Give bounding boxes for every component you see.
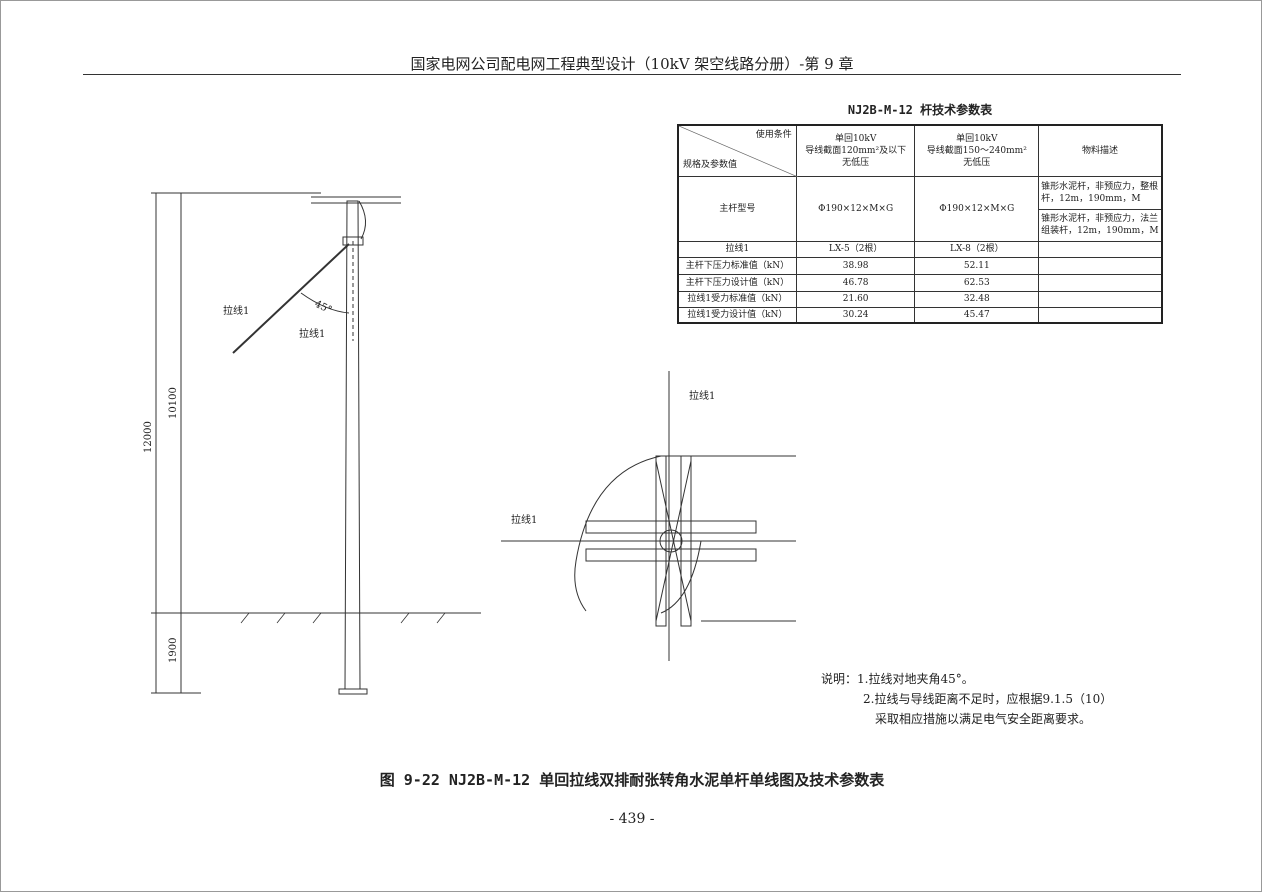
note-2-cont: 采取相应措施以满足电气安全距离要求。 (875, 712, 1092, 726)
cell: 38.98 (795, 256, 916, 275)
row-label: 主杆下压力设计值（kN） (677, 273, 797, 292)
notes: 说明：1.拉线对地夹角45°。 2.拉线与导线距离不足时，应根据9.1.5（10… (821, 669, 1112, 729)
cell (1038, 273, 1163, 292)
corner-cell: 使用条件 规格及参数值 (677, 124, 798, 177)
cell (1038, 256, 1163, 275)
col-header-3: 物料描述 (1038, 124, 1163, 177)
note-2: 2.拉线与导线距离不足时，应根据9.1.5（10） (863, 692, 1113, 706)
guy-label-pole: 拉线1 (299, 327, 325, 340)
cell: LX-8（2根） (914, 240, 1040, 258)
cell: 52.11 (914, 256, 1040, 275)
dim-total: 12000 (143, 421, 154, 453)
cell: 62.53 (914, 273, 1040, 292)
page-number: - 439 - (609, 811, 655, 827)
guy-label-left: 拉线1 (223, 304, 249, 317)
note-1: 说明：1.拉线对地夹角45°。 (821, 672, 974, 686)
guy-label-plan-top: 拉线1 (689, 389, 715, 402)
cell: 45.47 (914, 306, 1040, 324)
cell: Φ190×12×M×G (795, 175, 916, 242)
page-header: 国家电网公司配电网工程典型设计（10kV 架空线路分册）-第 9 章 (410, 55, 854, 73)
dim-below: 1900 (168, 638, 179, 663)
row-label: 拉线1受力设计值（kN） (677, 306, 797, 324)
row-label: 拉线1受力标准值（kN） (677, 290, 797, 308)
corner-top: 使用条件 (755, 130, 792, 140)
cell: LX-5（2根） (795, 240, 916, 258)
header-rule (83, 74, 1181, 75)
cell: 锥形水泥杆，非预应力，法兰组装杆，12m，190mm，M (1038, 208, 1163, 242)
cell: Φ190×12×M×G (914, 175, 1040, 242)
cell: 21.60 (795, 290, 916, 308)
corner-bottom: 规格及参数值 (683, 159, 738, 170)
figure-caption: 图 9-22 NJ2B-M-12 单回拉线双排耐张转角水泥单杆单线图及技术参数表 (379, 771, 885, 789)
cell: 32.48 (914, 290, 1040, 308)
angle-label: 45° (313, 299, 334, 316)
cell: 46.78 (795, 273, 916, 292)
row-label: 主杆下压力标准值（kN） (677, 256, 797, 275)
guy-label-plan-left: 拉线1 (511, 513, 537, 526)
cell (1038, 240, 1163, 258)
row-label: 拉线1 (677, 240, 797, 258)
table-title: NJ2B-M-12 杆技术参数表 (847, 103, 993, 117)
dim-above: 10100 (168, 387, 179, 419)
cell (1038, 306, 1163, 324)
cell: 锥形水泥杆，非预应力，整根杆，12m，190mm，M (1038, 175, 1163, 210)
cell (1038, 290, 1163, 308)
cell: 30.24 (795, 306, 916, 324)
row-label: 主杆型号 (677, 175, 797, 242)
